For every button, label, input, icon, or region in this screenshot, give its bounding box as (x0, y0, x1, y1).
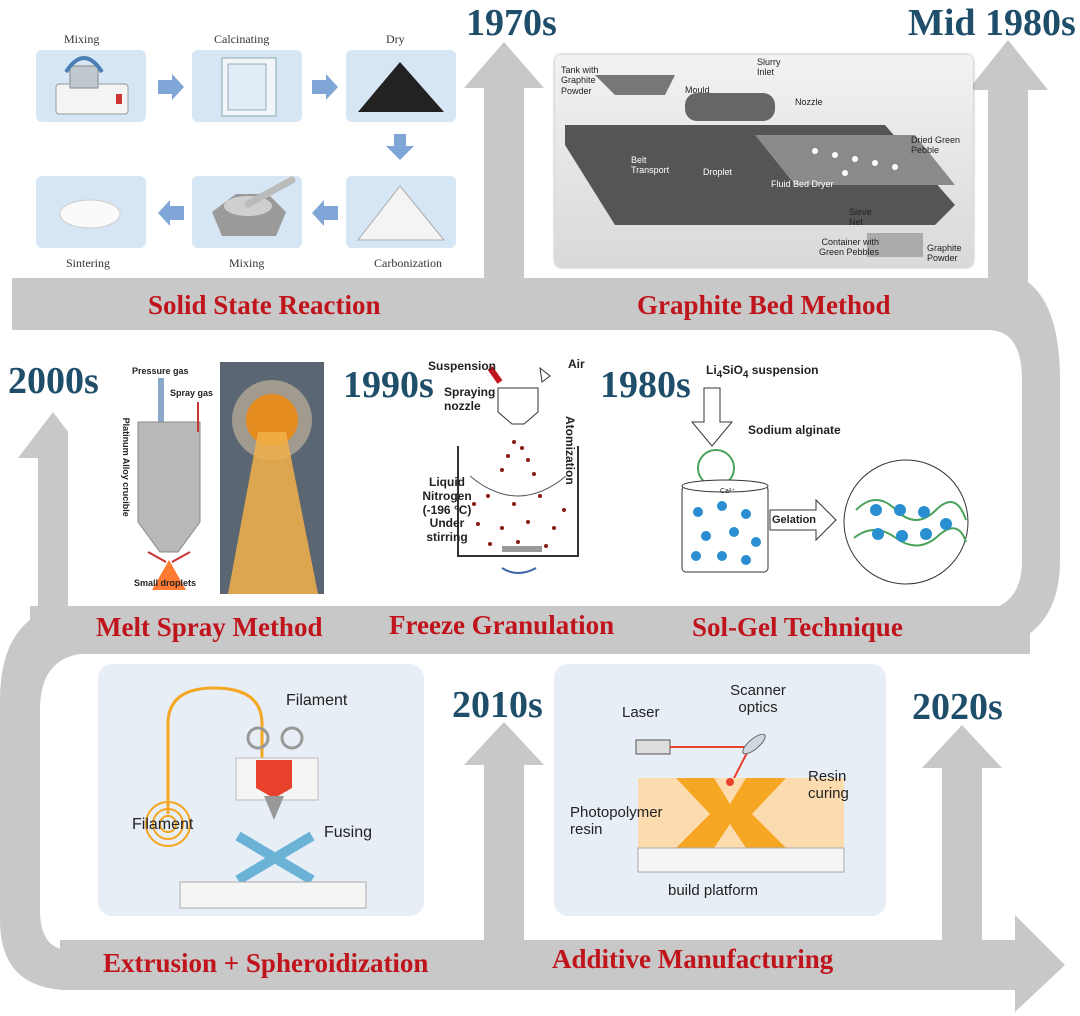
label-resin-curing: Resin curing (808, 768, 849, 803)
label-fluid-bed-dryer: Fluid Bed Dryer (771, 179, 834, 189)
label-build-platform: build platform (668, 882, 759, 899)
freeze-panel: Suspension Air Spraying nozzle Atomizati… (418, 356, 600, 588)
label-suspension: Suspension (428, 359, 497, 373)
label-container: Container with Green Pebbles (818, 237, 879, 258)
method-freeze-granulation: Freeze Granulation (389, 610, 615, 640)
label-sodium-alginate: Sodium alginate (748, 423, 841, 437)
method-sol-gel: Sol-Gel Technique (692, 612, 903, 642)
step-calcinating-label: Calcinating (214, 32, 270, 46)
label-small-droplets: Small droplets (134, 578, 197, 588)
freeze-illustration (457, 366, 579, 574)
graphite-bed-illustration (565, 75, 955, 257)
calcium-ions (691, 501, 761, 565)
step-sintering-label: Sintering (66, 256, 110, 270)
label-tank: Tank with Graphite Powder (561, 65, 599, 96)
solgel-illustration (681, 387, 969, 585)
white-pebbles-icon (356, 185, 446, 241)
label-crucible: Platinum Alloy crucible (120, 417, 131, 517)
method-additive: Additive Manufacturing (552, 944, 834, 974)
mirror-icon (742, 733, 766, 755)
additive-illustration (635, 733, 845, 873)
method-melt-spray: Melt Spray Method (96, 612, 323, 642)
label-sieve-net: Sieve Net (849, 207, 872, 228)
laser-icon (635, 739, 671, 755)
gear-icon (280, 726, 304, 750)
era-2020s: 2020s (912, 686, 1003, 728)
mixer-icon (55, 56, 129, 115)
label-gelation: Gelation (772, 514, 817, 526)
era-2000s: 2000s (8, 360, 99, 402)
label-filament-left: Filament (132, 816, 194, 833)
melt-spray-illustration (137, 362, 324, 594)
label-dried-green-pebble: Dried Green Pebble (911, 135, 961, 156)
label-scanner-optics: Scanner optics (730, 682, 786, 717)
era-1970s: 1970s (466, 2, 557, 44)
label-slurry-inlet: Slurry Inlet (757, 57, 781, 78)
melt-spray-panel: Pressure gas Spray gas Platinum Alloy cr… (108, 362, 324, 594)
label-li4sio4-suspension: Li4SiO4 suspension (706, 363, 819, 381)
fused-x-shape (235, 831, 315, 885)
label-spray-gas: Spray gas (170, 388, 214, 398)
graphite-bed-panel: Tank with Graphite Powder Mould Slurry I… (555, 55, 973, 267)
furnace-icon (221, 57, 277, 117)
step-mixing-1-label: Mixing (64, 32, 100, 46)
step-mixing-2-label: Mixing (229, 256, 265, 270)
solid-state-illustration (36, 50, 456, 248)
label-calcium: Ca²⁺ (720, 488, 735, 495)
label-mould: Mould (685, 85, 710, 95)
mortar-icon (212, 176, 296, 236)
method-graphite-bed: Graphite Bed Method (637, 290, 891, 320)
droplets (472, 440, 566, 548)
era-1980s: 1980s (600, 364, 691, 406)
additive-card: Laser Scanner optics Resin curing Photop… (554, 664, 886, 916)
label-liquid-nitrogen: Liquid Nitrogen (-196 °C) Under stirring (422, 475, 472, 545)
black-pebbles-icon (358, 62, 444, 112)
disc-icon (59, 199, 121, 229)
label-spraying-nozzle: Spraying nozzle (444, 385, 496, 413)
method-solid-state-reaction: Solid State Reaction (148, 290, 381, 320)
process-arrows (158, 74, 414, 226)
era-1990s: 1990s (343, 364, 434, 406)
label-graphite-powder: Graphite Powder (927, 243, 962, 264)
filament-spool-icon (145, 801, 191, 847)
method-extrusion: Extrusion + Spheroidization (103, 948, 429, 978)
extrusion-illustration (145, 686, 367, 909)
label-belt-transport: Belt Transport (631, 155, 670, 176)
label-nozzle: Nozzle (795, 97, 823, 107)
era-2010s: 2010s (452, 684, 543, 726)
step-dry-label: Dry (386, 32, 405, 46)
label-laser: Laser (622, 704, 660, 721)
step-carbonization-label: Carbonization (374, 256, 442, 270)
label-photopolymer-resin: Photopolymer resin (570, 804, 663, 839)
label-pressure-gas: Pressure gas (132, 366, 189, 376)
gear-icon (246, 726, 270, 750)
label-droplet: Droplet (703, 167, 733, 177)
label-filament-top: Filament (286, 692, 348, 709)
extrusion-card: Filament Filament Fusing (98, 664, 424, 916)
label-air: Air (568, 357, 585, 371)
era-mid-1980s: Mid 1980s (908, 2, 1076, 44)
solid-state-panel: Mixing Calcinating Dry Carbonization Mix… (0, 0, 480, 278)
label-fusing: Fusing (324, 824, 373, 841)
label-atomization: Atomization (563, 416, 577, 485)
solgel-panel: Li4SiO4 suspension Sodium alginate Gelat… (676, 360, 994, 592)
